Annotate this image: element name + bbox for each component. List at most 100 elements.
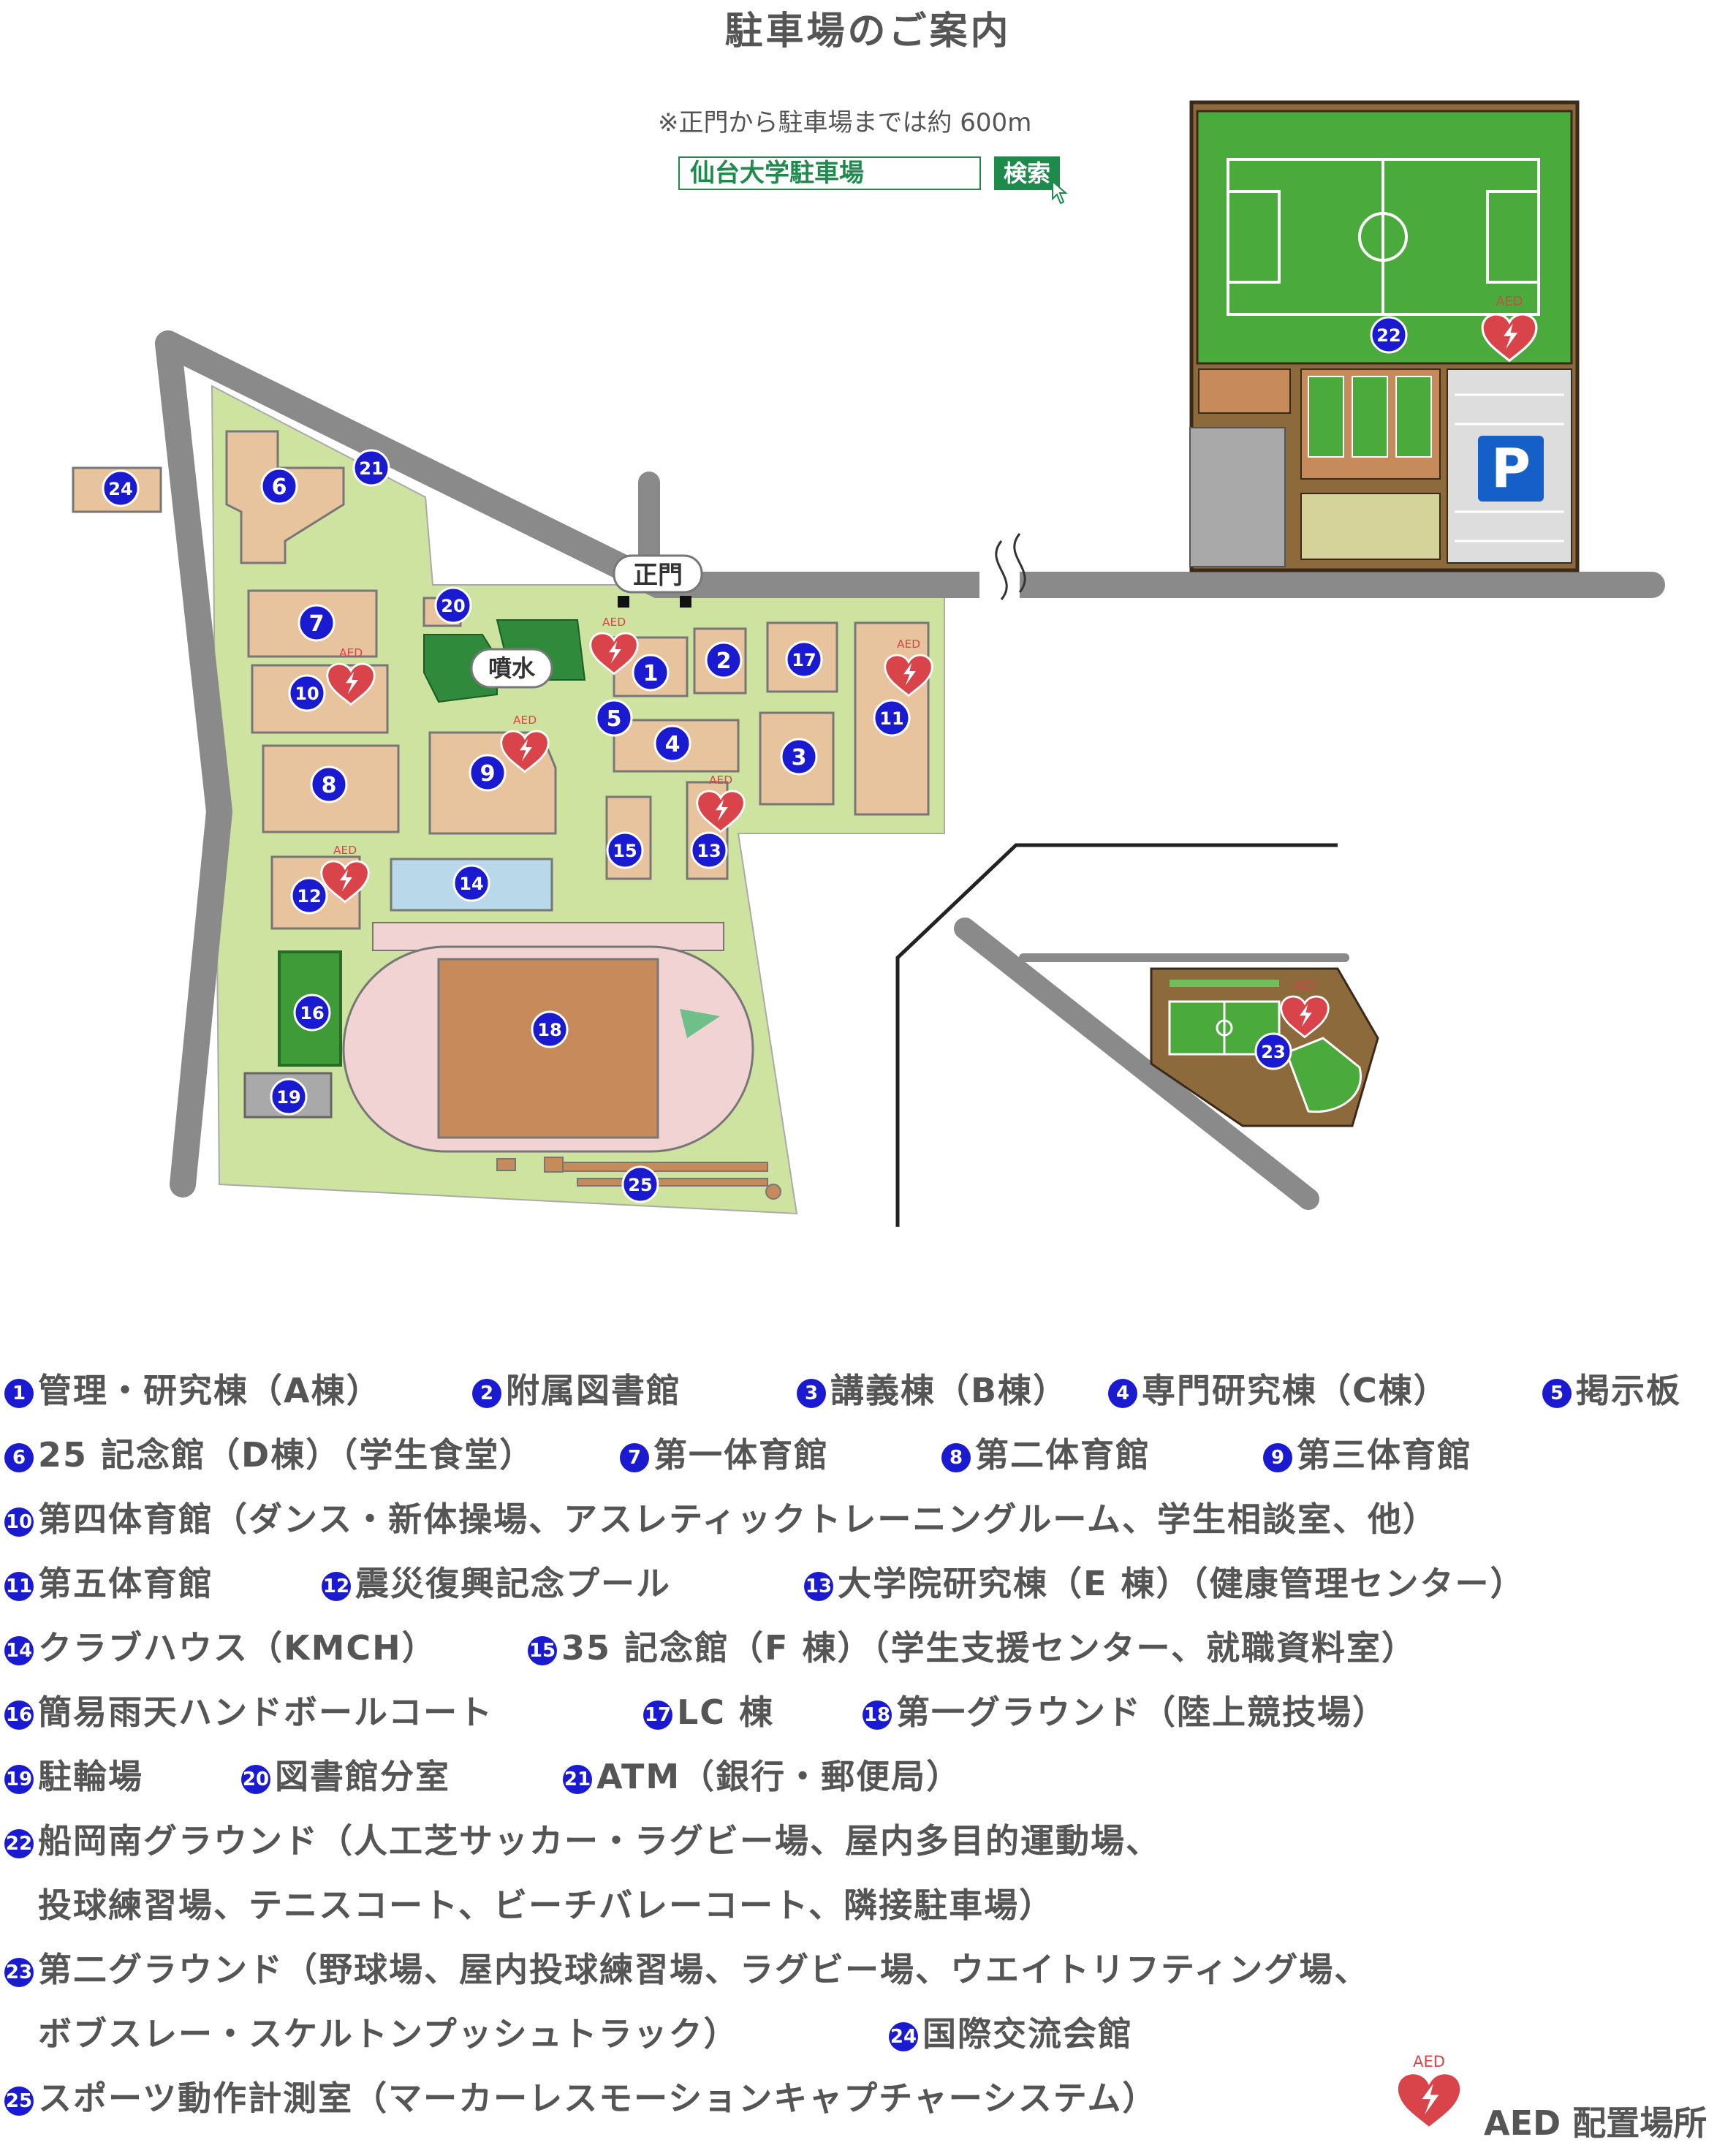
svg-text:7: 7 [309, 611, 325, 637]
aed-icon-13: AED [696, 773, 746, 833]
svg-text:10: 10 [295, 684, 319, 704]
svg-text:12: 12 [297, 886, 321, 907]
search-input[interactable]: 仙台大学駐車場 [678, 156, 981, 190]
search-button[interactable]: 検索 [994, 156, 1060, 190]
legend-item: ボブスレー・スケルトンプッシュトラック） [38, 2014, 739, 2054]
map-marker-25[interactable]: 25 [621, 1165, 659, 1203]
track-18 [342, 922, 754, 1153]
svg-text:21: 21 [359, 458, 383, 479]
parking-icon[interactable]: P [1478, 436, 1544, 502]
parking-label: P [1491, 437, 1531, 500]
road-break-mark [995, 533, 1026, 600]
map-marker-22[interactable]: 22 [1370, 316, 1408, 354]
svg-text:15: 15 [613, 841, 637, 861]
fountain[interactable]: 噴水 [470, 648, 553, 689]
map-marker-21[interactable]: 21 [352, 449, 390, 487]
map-marker-18[interactable]: 18 [531, 1010, 569, 1048]
svg-text:19: 19 [276, 1087, 300, 1108]
svg-text:24: 24 [108, 479, 132, 499]
aed-text-13: AED [709, 773, 732, 787]
map-marker-6[interactable]: 6 [260, 467, 298, 505]
aed-text-12: AED [333, 844, 357, 857]
aed-text-22: AED [1496, 295, 1523, 309]
legend-item: 投球練習場、テニスコート、ビーチバレーコート、隣接駐車場） [38, 1885, 1055, 1925]
structure-25 [496, 1157, 781, 1200]
map-marker-2[interactable]: 2 [705, 641, 743, 679]
svg-text:11: 11 [879, 708, 903, 729]
main-gate-label: 正門 [633, 561, 683, 590]
svg-text:5: 5 [607, 706, 622, 732]
aed-legend-label: AED 配置場所 [1484, 2103, 1707, 2143]
svg-text:14: 14 [459, 874, 483, 894]
aed-icon-12: AED [320, 844, 370, 903]
map-marker-7[interactable]: 7 [297, 604, 336, 642]
svg-text:22: 22 [1376, 325, 1400, 346]
svg-text:25: 25 [628, 1175, 652, 1195]
distance-note: ※正門から駐車場までは約 600m [658, 108, 1032, 137]
map-marker-10[interactable]: 10 [288, 674, 326, 712]
aed-text-9: AED [513, 714, 537, 727]
map-marker-1[interactable]: 1 [632, 654, 670, 692]
map-marker-23[interactable]: 23 [1254, 1032, 1292, 1070]
svg-text:6: 6 [272, 474, 287, 500]
aed-markers: AED AED AED AED AED AED AED AED [320, 295, 1538, 1038]
svg-text:13: 13 [697, 841, 721, 861]
map-marker-4[interactable]: 4 [653, 725, 691, 763]
map-marker-14[interactable]: 14 [452, 864, 490, 902]
main-gate[interactable]: 正門 [613, 554, 703, 608]
map-marker-11[interactable]: 11 [873, 699, 911, 737]
svg-text:3: 3 [792, 745, 807, 771]
aed-text-23: AED [1293, 979, 1316, 992]
aed-text-11: AED [897, 638, 920, 651]
svg-text:9: 9 [480, 761, 496, 787]
map-marker-24[interactable]: 24 [102, 469, 140, 507]
svg-text:18: 18 [537, 1020, 561, 1040]
svg-text:17: 17 [792, 650, 816, 670]
aed-text-1: AED [602, 616, 626, 629]
aed-legend-text: AED [1413, 2053, 1445, 2070]
aed-icon-22: AED [1481, 295, 1538, 362]
map-marker-8[interactable]: 8 [310, 765, 348, 803]
aed-icon-11: AED [884, 638, 933, 697]
map-marker-15[interactable]: 15 [606, 831, 644, 869]
svg-text:8: 8 [322, 773, 337, 798]
map-marker-19[interactable]: 19 [270, 1078, 308, 1116]
map-marker-9[interactable]: 9 [469, 754, 507, 792]
number-markers: 1 2 3 4 5 6 7 8 9 10 11 12 13 14 15 16 1… [102, 316, 1408, 1203]
page-title: 駐車場のご案内 [724, 10, 1012, 53]
map-marker-16[interactable]: 16 [293, 994, 331, 1032]
svg-text:2: 2 [716, 648, 732, 674]
map-marker-12[interactable]: 12 [290, 877, 328, 915]
map-marker-20[interactable]: 20 [434, 586, 472, 624]
outer-road-line [895, 843, 1338, 1227]
aed-icon-1: AED [589, 616, 639, 675]
map-marker-13[interactable]: 13 [690, 831, 728, 869]
map-marker-5[interactable]: 5 [595, 699, 633, 737]
cursor-icon [1052, 180, 1068, 205]
svg-text:4: 4 [665, 732, 681, 757]
aed-icon-9: AED [500, 714, 550, 773]
map-marker-3[interactable]: 3 [780, 738, 818, 776]
map-marker-17[interactable]: 17 [785, 640, 823, 678]
